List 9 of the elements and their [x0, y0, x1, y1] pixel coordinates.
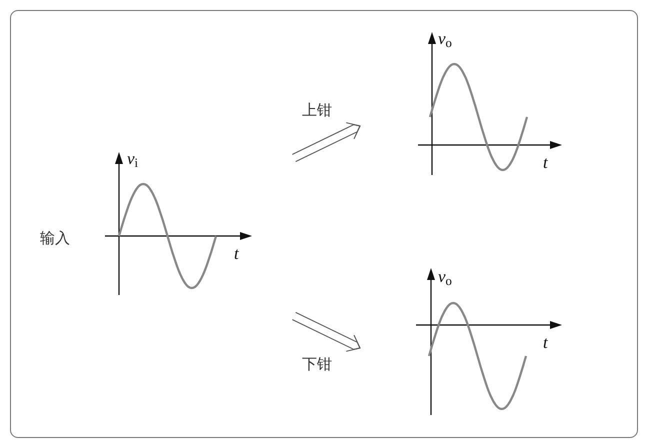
input-label: 输入	[40, 229, 70, 249]
double-arrow	[292, 122, 361, 162]
axis-label: t	[543, 154, 548, 171]
double-arrow	[292, 312, 361, 352]
axis-label: v$_{o}$	[438, 268, 452, 285]
axis-label: t	[234, 245, 239, 262]
axis-label: v$_{i}$	[127, 150, 138, 167]
axis-label: t	[543, 334, 548, 351]
axis-label: v$_{o}$	[438, 30, 452, 47]
